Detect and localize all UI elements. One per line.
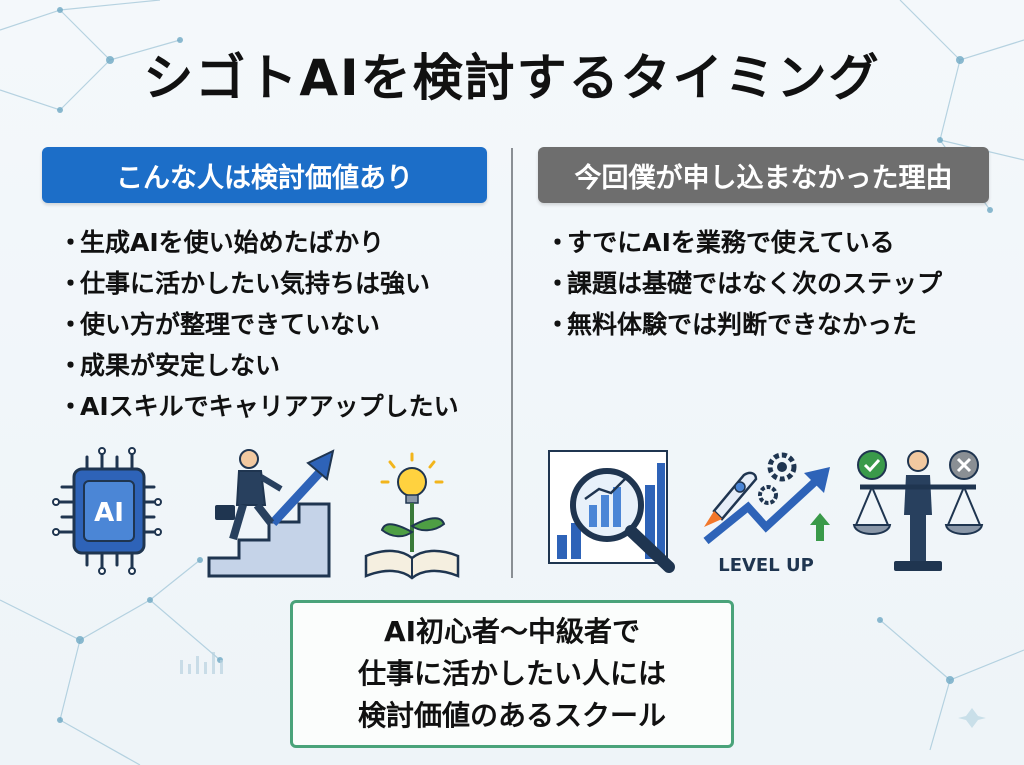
lightbulb-book-icon bbox=[364, 452, 460, 580]
list-item-text: 無料体験では判断できなかった bbox=[567, 310, 918, 339]
list-item: ・課題は基礎ではなく次のステップ bbox=[545, 263, 942, 304]
left-header: こんな人は検討価値あり bbox=[42, 147, 487, 203]
list-item-text: AIスキルでキャリアアップしたい bbox=[80, 392, 459, 421]
column-divider bbox=[511, 148, 513, 578]
balance-scale-icon bbox=[852, 450, 984, 571]
businessman-stairs-icon bbox=[207, 449, 335, 578]
list-item: ・成果が安定しない bbox=[58, 345, 459, 386]
list-item: ・仕事に活かしたい気持ちは強い bbox=[58, 263, 459, 304]
bullet: ・ bbox=[545, 310, 571, 339]
list-item-text: 課題は基礎ではなく次のステップ bbox=[567, 269, 943, 298]
list-item: ・生成AIを使い始めたばかり bbox=[58, 222, 459, 263]
bullet: ・ bbox=[58, 392, 84, 421]
left-list: ・生成AIを使い始めたばかり ・仕事に活かしたい気持ちは強い ・使い方が整理でき… bbox=[58, 222, 459, 427]
magnifier-chart-icon bbox=[548, 450, 675, 573]
bullet: ・ bbox=[545, 228, 571, 257]
list-item-text: 成果が安定しない bbox=[80, 351, 281, 380]
list-item: ・AIスキルでキャリアアップしたい bbox=[58, 386, 459, 427]
right-list: ・すでにAIを業務で使えている ・課題は基礎ではなく次のステップ ・無料体験では… bbox=[545, 222, 942, 345]
summary-line: 仕事に活かしたい人には bbox=[357, 657, 666, 690]
summary-line: AI初心者〜中級者で bbox=[383, 615, 641, 648]
bullet: ・ bbox=[58, 310, 84, 339]
list-item-text: 使い方が整理できていない bbox=[80, 310, 381, 339]
list-item: ・すでにAIを業務で使えている bbox=[545, 222, 942, 263]
page-title: シゴトAIを検討するタイミング bbox=[143, 49, 881, 107]
chip-label: AI bbox=[94, 498, 124, 528]
summary-line: 検討価値のあるスクール bbox=[357, 699, 666, 732]
level-up-label: LEVEL UP bbox=[718, 555, 814, 575]
list-item-text: 生成AIを使い始めたばかり bbox=[80, 228, 385, 257]
list-item: ・使い方が整理できていない bbox=[58, 304, 459, 345]
list-item-text: すでにAIを業務で使えている bbox=[567, 228, 895, 257]
list-item-text: 仕事に活かしたい気持ちは強い bbox=[80, 269, 431, 298]
list-item: ・無料体験では判断できなかった bbox=[545, 304, 942, 345]
bullet: ・ bbox=[58, 351, 84, 380]
right-header: 今回僕が申し込まなかった理由 bbox=[538, 147, 989, 203]
rocket-level-up-icon: LEVEL UP bbox=[703, 452, 830, 575]
ai-chip-icon: AI bbox=[52, 447, 162, 575]
bullet: ・ bbox=[545, 269, 571, 298]
bullet: ・ bbox=[58, 269, 84, 298]
summary-box: AI初心者〜中級者で 仕事に活かしたい人には 検討価値のあるスクール bbox=[290, 600, 734, 748]
bullet: ・ bbox=[58, 228, 84, 257]
